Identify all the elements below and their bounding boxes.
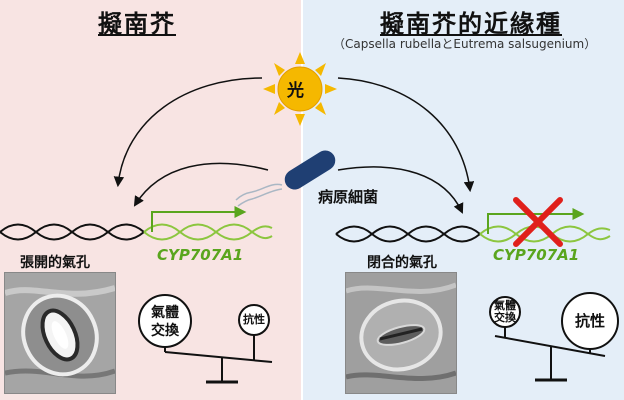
left-balance-scale [138,294,273,384]
pathogen-arrow-right [337,166,464,214]
right-title: 擬南芥的近緣種 [380,10,562,38]
left-dna [0,206,273,241]
light-arrow-left [113,77,263,188]
left-resistance-label: 抗性 [243,313,265,326]
right-balance-scale [489,292,619,382]
cross-icon [513,197,563,247]
left-gene-label: CYP707A1 [157,246,244,264]
right-subtitle: （Capsella rubellaとEutrema salsugenium） [333,37,597,51]
right-stomata-label: 閉合的氣孔 [367,255,437,271]
left-title: 擬南芥 [98,10,176,38]
right-dna [335,208,611,243]
light-label: 光 [287,81,304,101]
panel-divider [301,0,303,400]
left-gas-exchange-text: 氣體交換 [151,305,179,339]
closed-stomata-drawing [346,273,456,393]
bacterium-icon [235,150,336,207]
light-arrow-right [337,77,475,193]
right-gene-label: CYP707A1 [493,246,580,264]
pathogen-label: 病原細菌 [318,188,379,206]
pathogen-arrow-left [133,162,269,207]
sun-icon [263,52,337,126]
open-stomata-drawing [5,273,115,393]
closed-stomata-image [345,272,457,394]
right-resistance-label: 抗性 [574,312,605,330]
right-gas-exchange-label: 氣體交換 [491,299,519,325]
right-gas-exchange-text: 氣體交換 [494,299,516,325]
open-stomata-image [4,272,116,394]
left-gas-exchange-label: 氣體交換 [141,305,189,340]
left-stomata-label: 張開的氣孔 [20,255,90,271]
